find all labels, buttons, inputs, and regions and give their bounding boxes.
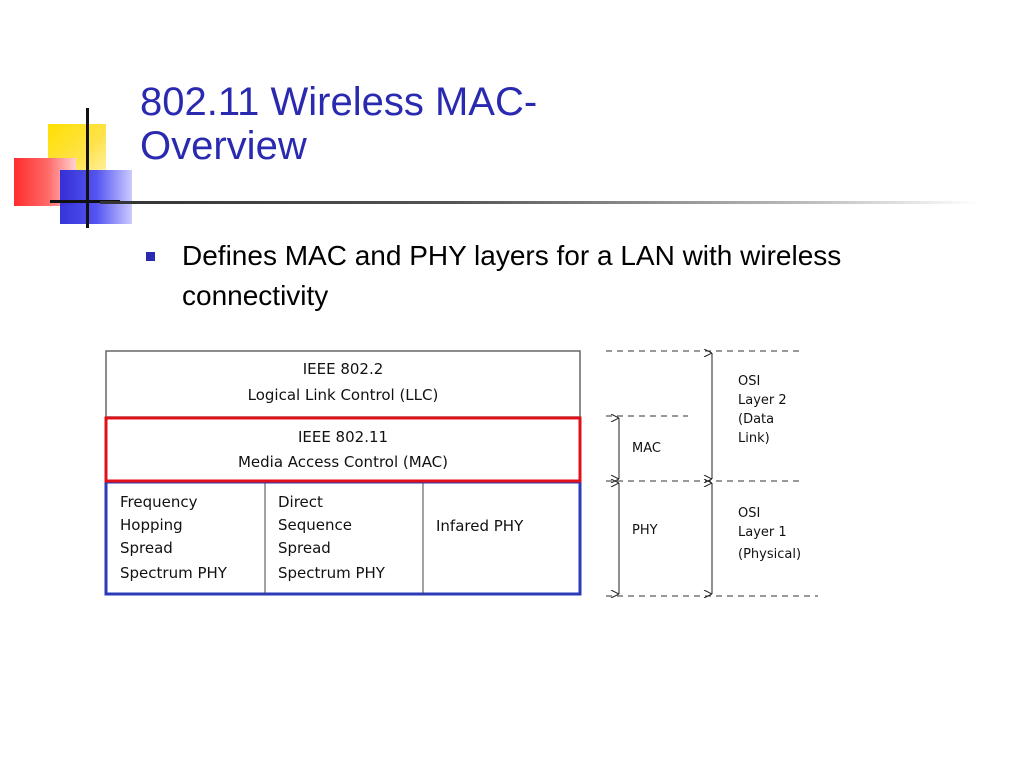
layer1-label-line-3: (Physical) <box>738 547 801 562</box>
llc-line-1: IEEE 802.2 <box>303 360 384 378</box>
phy-dsss-line-2: Sequence <box>278 516 352 534</box>
mac-line-2: Media Access Control (MAC) <box>238 453 448 471</box>
layer2-label-line-4: Link) <box>738 431 770 446</box>
phy-dsss-line-3: Spread <box>278 539 331 557</box>
mac-box <box>104 416 582 483</box>
phy-fhss-line-2: Hopping <box>120 516 183 534</box>
slide-title-line-2: Overview <box>140 124 307 168</box>
layer2-label-line-1: OSI <box>738 374 760 389</box>
title-underline-rule <box>100 201 980 204</box>
logo-blue-square <box>60 170 132 224</box>
phy-dsss-line-1: Direct <box>278 493 323 511</box>
logo-vertical-line <box>86 108 89 228</box>
side-label-mac: MAC <box>632 441 661 456</box>
phy-fhss-line-3: Spread <box>120 539 173 557</box>
phy-fhss-line-1: Frequency <box>120 493 198 511</box>
layer2-label-line-3: (Data <box>738 412 774 427</box>
layer2-label-line-2: Layer 2 <box>738 393 787 408</box>
bullet-text: Defines MAC and PHY layers for a LAN wit… <box>182 240 842 311</box>
slide-title-line-1: 802.11 Wireless MAC- <box>140 80 538 124</box>
logo-horizontal-line <box>50 200 120 203</box>
llc-line-2: Logical Link Control (LLC) <box>248 386 439 404</box>
layer1-label-line-1: OSI <box>738 506 760 521</box>
llc-box <box>105 350 581 418</box>
layer1-label-line-2: Layer 1 <box>738 525 787 540</box>
side-label-phy: PHY <box>632 523 658 538</box>
phy-infrared-label: Infared PHY <box>436 517 524 535</box>
slide-title: 802.11 Wireless MAC- Overview <box>140 80 537 168</box>
mac-line-1: IEEE 802.11 <box>298 428 388 446</box>
phy-dsss-line-4: Spectrum PHY <box>278 564 386 582</box>
phy-fhss-line-4: Spectrum PHY <box>120 564 228 582</box>
bullet-square-icon <box>146 252 155 261</box>
